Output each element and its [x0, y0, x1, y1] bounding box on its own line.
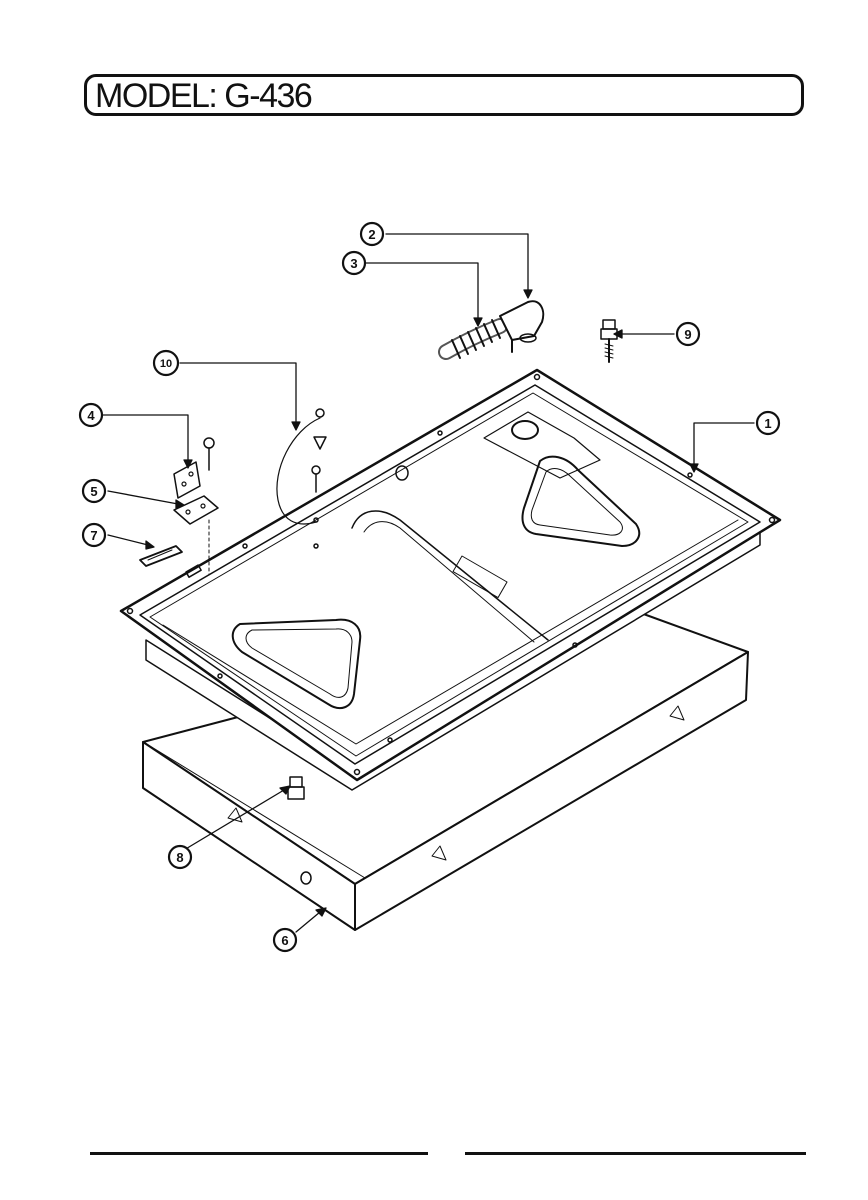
grommet [287, 776, 305, 800]
orifice-fitting [600, 319, 618, 363]
callout-circles [78, 221, 781, 953]
callout-8: 8 [176, 850, 183, 865]
clip [139, 545, 183, 567]
model-title: MODEL: G-436 [95, 77, 313, 115]
model-banner: MODEL: G-436 [84, 74, 804, 116]
hose-and-elbow [438, 300, 545, 360]
callout-6: 6 [281, 933, 288, 948]
footer-rule-left [90, 1152, 428, 1155]
callout-2: 2 [368, 227, 375, 242]
callout-numbers: 1 2 3 4 5 6 7 8 9 10 [87, 227, 771, 948]
callout-3: 3 [350, 256, 357, 271]
base-pan [142, 611, 749, 931]
screws-with-wire [276, 408, 327, 549]
callout-1: 1 [764, 416, 771, 431]
callout-5: 5 [90, 484, 97, 499]
cooktop-body [119, 368, 782, 791]
leader-lines [102, 233, 755, 933]
hinge-parts [173, 437, 219, 576]
footer-rule-right [465, 1152, 806, 1155]
callout-4: 4 [87, 408, 95, 423]
callout-7: 7 [90, 528, 97, 543]
callout-9: 9 [684, 327, 691, 342]
callout-10: 10 [160, 358, 172, 370]
